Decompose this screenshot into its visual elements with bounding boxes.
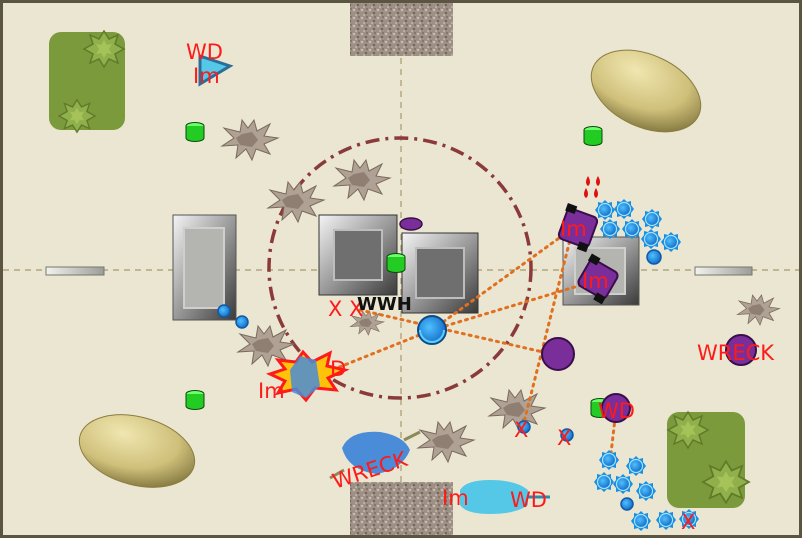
blue-infantry-icon[interactable] xyxy=(560,428,574,442)
label-im-bottom: Im xyxy=(442,486,469,510)
blue-markers-left[interactable] xyxy=(217,304,249,329)
label-wreck-right: WRECK xyxy=(697,341,775,365)
objective-marker-icon[interactable] xyxy=(185,390,205,410)
wall-right[interactable] xyxy=(694,266,753,276)
blue-squad-bottom-right[interactable] xyxy=(593,449,700,532)
objective-marker-icon[interactable] xyxy=(185,122,205,142)
purple-infantry-icon[interactable] xyxy=(601,393,631,423)
deployment-zone-top xyxy=(350,3,453,56)
purple-vehicle-icon[interactable] xyxy=(577,253,620,305)
building-right[interactable] xyxy=(562,236,640,306)
label-im-top-left: Im xyxy=(193,64,220,88)
blood-drops-icon xyxy=(584,176,600,198)
purple-vehicle-icon[interactable] xyxy=(557,203,599,253)
purple-infantry-icon[interactable] xyxy=(725,334,757,366)
blue-squad-right[interactable] xyxy=(594,198,682,265)
blue-infantry-icon[interactable] xyxy=(417,315,447,345)
rock-outcrop-top-right[interactable] xyxy=(578,34,714,148)
building-center-2[interactable] xyxy=(401,232,479,314)
building-left[interactable] xyxy=(172,214,237,321)
label-wd-top-left: WD xyxy=(186,40,223,64)
label-x-center-left: X X xyxy=(328,297,363,321)
label-wd-right: WD xyxy=(598,399,635,423)
objective-marker-icon[interactable] xyxy=(583,126,603,146)
building-center-1[interactable] xyxy=(318,214,398,296)
light-blue-vehicle-bottom[interactable] xyxy=(460,480,550,514)
purple-marker[interactable] xyxy=(399,217,423,231)
blue-vehicle-left[interactable] xyxy=(290,356,320,398)
label-x-lower-right: X xyxy=(557,426,571,450)
label-wd-bottom: WD xyxy=(510,488,547,512)
rock-outcrop-bottom-left[interactable] xyxy=(71,403,203,499)
blue-infantry-icon[interactable] xyxy=(517,420,531,434)
forest-mat-top-left[interactable] xyxy=(49,30,125,133)
unit-labels: WD Im Im Im WRECK WD X X D Im X X Im WD … xyxy=(186,40,775,534)
label-x-lower-mid: X xyxy=(514,418,528,442)
label-x-bottom-right: X xyxy=(681,510,695,534)
label-im-left: Im xyxy=(258,379,285,403)
label-d-blast: D xyxy=(330,357,346,381)
light-blue-vehicle-top-left[interactable] xyxy=(198,53,234,87)
blue-wreck-bottom[interactable] xyxy=(329,430,421,480)
label-wwh: WWH xyxy=(357,294,412,315)
label-im-right: Im xyxy=(582,269,609,293)
label-im-upper-right: Im xyxy=(560,217,587,241)
wall-left[interactable] xyxy=(45,266,105,276)
objective-marker-icon[interactable] xyxy=(386,253,406,273)
purple-infantry-icon[interactable] xyxy=(541,337,575,371)
deployment-zone-bottom xyxy=(350,482,453,535)
range-ring xyxy=(267,136,533,400)
forest-mat-bottom-right[interactable] xyxy=(667,411,750,508)
